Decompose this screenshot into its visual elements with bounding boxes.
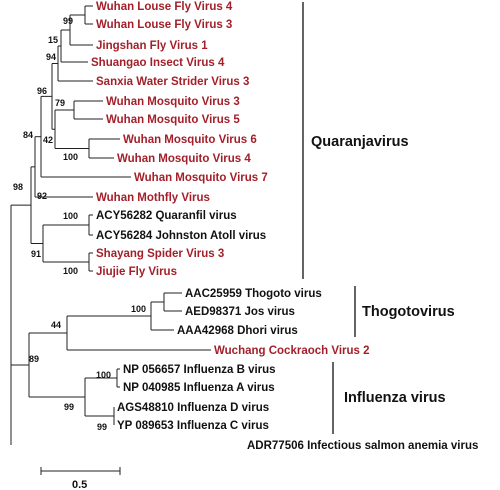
scale-bar: 0.5 xyxy=(40,467,121,490)
clade-label-thogotovirus: Thogotovirus xyxy=(362,304,455,320)
leaf-label: Wuhan Mosquito Virus 6 xyxy=(123,134,257,146)
bootstrap-value: 96 xyxy=(37,86,47,96)
leaf-label: ACY56284 Johnston Atoll virus xyxy=(96,230,266,242)
leaf-label: Wuhan Mosquito Virus 5 xyxy=(106,114,240,126)
bootstrap-value: 100 xyxy=(63,152,78,162)
leaf-label: AED98371 Jos virus xyxy=(185,306,295,318)
leaf-label: Wuhan Mosquito Virus 7 xyxy=(134,172,268,184)
leaf-label: Wuhan Mosquito Virus 4 xyxy=(117,153,251,165)
leaf-label: AAA42968 Dhori virus xyxy=(177,325,298,337)
bootstrap-value: 89 xyxy=(29,354,39,364)
leaf-label: NP 056657 Influenza B virus xyxy=(123,364,276,376)
leaf-labels: Wuhan Louse Fly Virus 4 Wuhan Louse Fly … xyxy=(91,1,478,452)
bootstrap-value: 44 xyxy=(51,320,61,330)
bootstrap-value: 91 xyxy=(31,249,41,259)
bootstrap-value: 42 xyxy=(43,135,53,145)
leaf-label: Shuangao Insect Virus 4 xyxy=(91,57,225,69)
leaf-label: Wuhan Louse Fly Virus 3 xyxy=(96,19,232,31)
leaf-label: ADR77506 Infectious salmon anemia virus xyxy=(247,440,478,452)
bootstrap-value: 79 xyxy=(55,98,65,108)
clade-label-influenza: Influenza virus xyxy=(344,390,446,406)
leaf-label: Wuhan Mosquito Virus 3 xyxy=(106,96,240,108)
bootstrap-value: 100 xyxy=(131,304,146,314)
bootstrap-value: 15 xyxy=(48,35,58,45)
leaf-label: Wuhan Louse Fly Virus 4 xyxy=(96,1,233,13)
clade-label-quaranjavirus: Quaranjavirus xyxy=(311,134,409,150)
bootstrap-value: 99 xyxy=(64,402,74,412)
leaf-label: AGS48810 Influenza D virus xyxy=(117,402,269,414)
bootstrap-value: 100 xyxy=(63,211,78,221)
leaf-label: NP 040985 Influenza A virus xyxy=(123,382,275,394)
bootstrap-values: 99 15 94 96 79 42 100 92 84 98 100 91 10… xyxy=(13,16,146,432)
bootstrap-value: 92 xyxy=(37,191,47,201)
leaf-label: Wuhan Mothfly Virus xyxy=(96,192,210,204)
leaf-label: Jingshan Fly Virus 1 xyxy=(96,40,208,52)
scale-bar-label: 0.5 xyxy=(72,479,87,490)
leaf-label: Sanxia Water Strider Virus 3 xyxy=(96,76,249,88)
leaf-label: Wuchang Cockraoch Virus 2 xyxy=(214,345,370,357)
bootstrap-value: 99 xyxy=(63,16,73,26)
leaf-label: Jiujie Fly Virus xyxy=(96,266,177,278)
clade-annotations: Quaranjavirus Thogotovirus Influenza vir… xyxy=(302,2,455,434)
bootstrap-value: 84 xyxy=(23,130,33,140)
bootstrap-value: 99 xyxy=(97,422,107,432)
leaf-label: YP 089653 Influenza C virus xyxy=(117,420,269,432)
tree-branches xyxy=(10,5,211,445)
bootstrap-value: 94 xyxy=(46,52,56,62)
leaf-label: Shayang Spider Virus 3 xyxy=(96,248,224,260)
leaf-label: ACY56282 Quaranfil virus xyxy=(96,210,237,222)
leaf-label: AAC25959 Thogoto virus xyxy=(185,288,322,300)
bootstrap-value: 98 xyxy=(13,182,23,192)
bootstrap-value: 100 xyxy=(96,370,111,380)
bootstrap-value: 100 xyxy=(63,266,78,276)
